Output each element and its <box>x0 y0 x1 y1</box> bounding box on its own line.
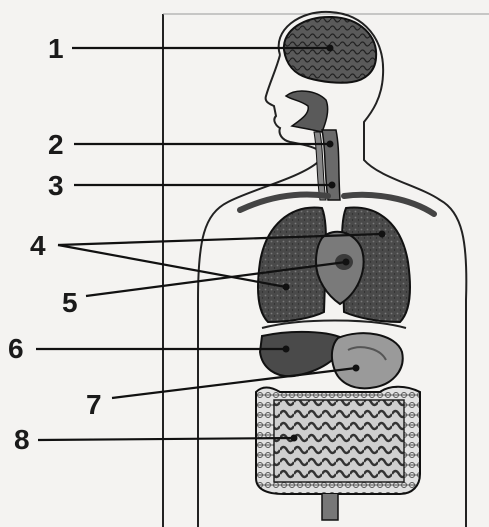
rectum <box>322 494 338 520</box>
label-6: 6 <box>8 333 24 364</box>
label-3: 3 <box>48 170 64 201</box>
nasal-cavity <box>286 91 328 132</box>
leader-line-4b <box>58 245 286 287</box>
label-1: 1 <box>48 33 64 64</box>
leader-dot-3 <box>329 182 336 189</box>
label-5: 5 <box>62 287 78 318</box>
leader-dot-2 <box>327 141 334 148</box>
label-2: 2 <box>48 129 64 160</box>
leader-dot-1 <box>327 45 334 52</box>
leader-dot-4a <box>379 231 386 238</box>
label-8: 8 <box>14 424 30 455</box>
stomach <box>332 333 403 388</box>
leader-dot-8 <box>291 435 298 442</box>
leader-dot-4b <box>283 284 290 291</box>
leader-dot-5 <box>343 259 350 266</box>
leader-dot-7 <box>353 365 360 372</box>
leader-dot-6 <box>283 346 290 353</box>
label-7: 7 <box>86 389 102 420</box>
label-4: 4 <box>30 230 46 261</box>
